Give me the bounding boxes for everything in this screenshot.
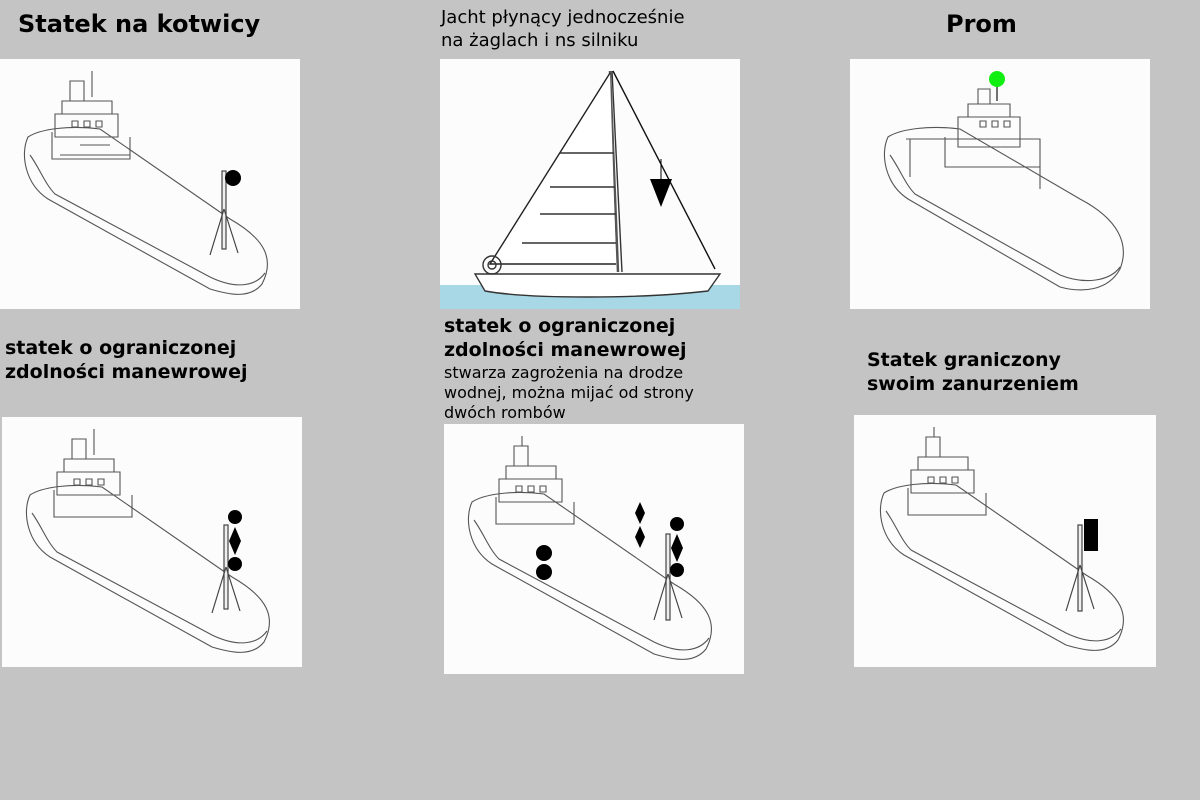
signal-ball-obstruction-2 [536,564,552,580]
ship-illustration [467,436,712,660]
signal-diamond-pass-2 [635,526,645,548]
title-sail-motor: Jacht płynący jednocześnie na żaglach i … [441,6,685,52]
desc-line-3: dwóch rombów [444,403,566,422]
signal-diamond-masthead [671,534,683,562]
signal-ball-top [228,510,242,524]
panel-draught-ship [854,415,1156,667]
title-sail-motor-line-1: Jacht płynący jednocześnie [441,7,685,28]
ship-illustration [879,427,1124,651]
mast [653,533,683,621]
title-restricted-obstruction-line-1: statek o ograniczonej [444,315,676,337]
title-restricted-line-2: zdolności manewrowej [5,361,248,383]
signal-diamond [229,527,241,555]
title-restricted: statek o ograniczonej zdolności manewrow… [5,336,247,384]
panel-sail-motor-yacht [440,59,740,309]
yacht-illustration [440,70,740,309]
panel-anchored-ship [0,59,300,309]
title-ferry: Prom [946,10,1017,38]
ship-illustration [25,429,270,653]
title-anchored: Statek na kotwicy [18,10,261,38]
title-sail-motor-line-2: na żaglach i ns silniku [441,30,639,51]
mast [211,524,241,614]
panel-restricted-obstruction-ship [444,424,744,674]
desc-line-1: stwarza zagrożenia na drodze [444,363,684,382]
ferry-illustration [883,71,1124,291]
ship-illustration [23,71,268,295]
title-draught-line-2: swoim zanurzeniem [867,373,1079,395]
panel-ferry [850,59,1150,309]
signal-ball-obstruction-1 [536,545,552,561]
signal-ball-masthead-bottom [670,563,684,577]
signal-cylinder [1084,519,1098,551]
desc-line-2: wodnej, można mijać od strony [444,383,694,402]
signal-ball-masthead-top [670,517,684,531]
signal-ball [225,170,241,186]
panel-restricted-ship [2,417,302,667]
title-restricted-obstruction-line-2: zdolności manewrowej [444,339,687,361]
signal-ball-bottom [228,557,242,571]
signal-cone-down [650,179,672,207]
desc-restricted-obstruction: stwarza zagrożenia na drodze wodnej, moż… [444,363,694,423]
signal-diamond-pass-1 [635,502,645,524]
mast [1065,524,1095,612]
signal-green-ball [989,71,1005,87]
title-draught: Statek graniczony swoim zanurzeniem [867,348,1079,396]
title-restricted-obstruction: statek o ograniczonej zdolności manewrow… [444,314,686,362]
title-draught-line-1: Statek graniczony [867,349,1061,371]
mast [209,170,239,256]
title-restricted-line-1: statek o ograniczonej [5,337,237,359]
